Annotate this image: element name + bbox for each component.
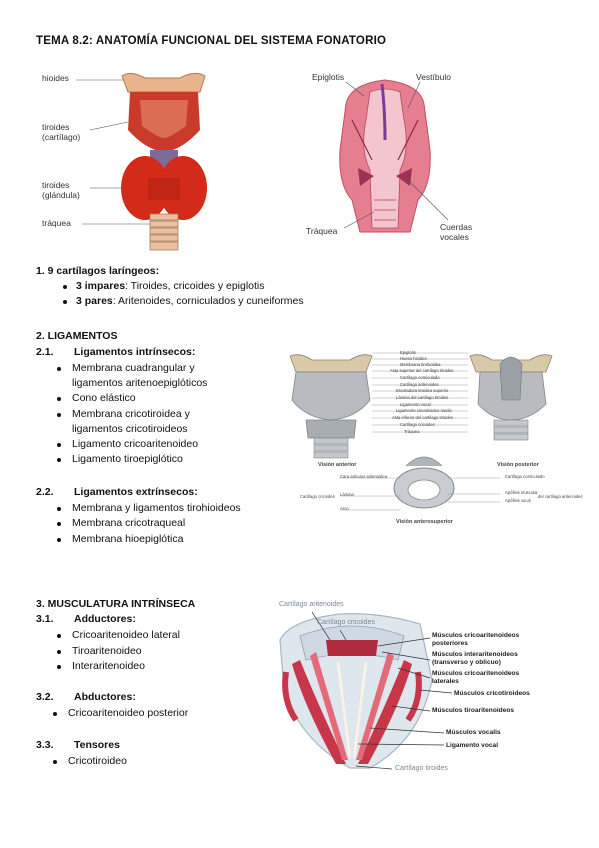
view-anterosuperior: Visión anterosuperior <box>396 519 453 525</box>
mus-label-7: Músculos tiroaritenoideos <box>432 707 515 714</box>
right-item-0: Cartílago corniculado <box>505 474 545 479</box>
page-title: TEMA 8.2: ANATOMÍA FUNCIONAL DEL SISTEMA… <box>36 35 387 47</box>
lig-ext-3: Membrana hioepiglótica <box>72 533 184 545</box>
mus-label-3: (transverso y oblicuo) <box>432 659 501 666</box>
mus-label-6: Músculos cricotiroideos <box>454 690 530 697</box>
section3-3-title: Tensores <box>74 739 120 751</box>
mus-label-0: Músculos cricoaritenoideos <box>432 632 520 639</box>
label-cuerdas: Cuerdas <box>440 222 473 232</box>
section3-2-title: Abductores: <box>74 691 136 703</box>
lig-int-1: Membrana cuadrangular y <box>72 362 195 374</box>
lig-label-1: Hueso hioides <box>400 356 427 361</box>
lig-label-8: Ligamento vocal <box>400 402 431 407</box>
lig-ext-2: Membrana cricotraqueal <box>72 517 186 529</box>
mus-label-4: Músculos cricoaritenoideos <box>432 670 520 677</box>
lig-label-7: Lámina del cartílago tiroides <box>396 395 449 400</box>
mus-bottom-label: Cartílago tiroides <box>395 765 448 772</box>
label-vocales: vocales <box>440 232 469 242</box>
lig-label-3: Asta superior del cartílago tiroides <box>390 368 454 373</box>
left-item-0: Cara articular aritenoidea <box>340 474 388 479</box>
lig-int-3: Membrana cricotiroidea y <box>72 408 190 420</box>
mus-top-label-0: Cartílago aritenoides <box>279 601 344 608</box>
right-item-2: Apófisis vocal <box>505 498 531 503</box>
section3-2-num: 3.2. <box>36 691 54 703</box>
label-epiglotis: Epiglotis <box>312 72 345 82</box>
mus-abd-1: Cricoaritenoideo posterior <box>68 707 189 719</box>
bullet <box>57 634 61 638</box>
bullet <box>57 413 61 417</box>
lig-label-11: Cartílago cricoides <box>400 422 435 427</box>
section1-item-2: 3 pares: Aritenoides, corniculados y cun… <box>76 295 304 307</box>
lig-int-5: Ligamento tiroepiglótico <box>72 453 183 465</box>
bullet <box>57 665 61 669</box>
lig-label-2: Membrana tirohioidea <box>400 362 441 367</box>
mus-top-label-1: Cartílago cricoides <box>317 619 375 626</box>
lig-int-2: Cono elástico <box>72 392 136 404</box>
bullet <box>63 285 67 289</box>
view-posterior: Visión posterior <box>497 462 539 468</box>
bullet <box>57 522 61 526</box>
bullet <box>57 397 61 401</box>
section2-heading: 2. LIGAMENTOS <box>36 330 118 342</box>
section2-2-num: 2.2. <box>36 486 54 498</box>
bullet <box>57 458 61 462</box>
label-glandula: (glándula) <box>42 190 80 200</box>
bullet <box>57 367 61 371</box>
view-anterior: Visión anterior <box>318 462 357 468</box>
mus-add-1: Cricoaritenoideo lateral <box>72 629 180 641</box>
lig-ext-1: Membrana y ligamentos tirohioideos <box>72 502 241 514</box>
lig-label-4: Cartílago corniculado <box>400 375 440 380</box>
mus-label-9: Ligamento vocal <box>446 742 499 749</box>
left-group: Cartílago cricoides <box>300 494 335 499</box>
bullet <box>53 712 57 716</box>
label-traquea-2: Tráquea <box>306 226 338 236</box>
section2-2-title: Ligamentos extrínsecos: <box>74 486 198 498</box>
lig-label-10: Asta inferior del cartílago tiroides <box>392 415 453 420</box>
mus-label-2: Músculos interaritenoideos <box>432 651 518 658</box>
lig-label-12: Tráquea <box>404 429 420 434</box>
right-item-1: Apófisis muscular <box>505 490 538 495</box>
mus-label-1: posteriores <box>432 640 468 647</box>
lig-label-9: Ligamento cricotiroideo medio <box>396 408 452 413</box>
section1-item-1: 3 impares: Tiroides, cricoides y epiglot… <box>76 280 265 292</box>
mus-add-3: Interaritenoideo <box>72 660 145 672</box>
bullet <box>57 650 61 654</box>
right-group: del cartílago aritenoides <box>538 494 583 499</box>
lig-int-4: Ligamento cricoaritenoideo <box>72 438 199 450</box>
label-vestibulo: Vestíbulo <box>416 72 451 82</box>
section3-heading: 3. MUSCULATURA INTRÍNSECA <box>36 598 196 610</box>
label-tiroides: tiroides <box>42 122 70 132</box>
mus-ten-1: Cricotiroideo <box>68 755 127 767</box>
section3-1-title: Adductores: <box>74 613 136 625</box>
left-item-2: Arco <box>340 506 349 511</box>
section3-1-num: 3.1. <box>36 613 54 625</box>
bullet <box>57 507 61 511</box>
label-cartilago: (cartílago) <box>42 132 81 142</box>
label-traquea: tráquea <box>42 218 71 228</box>
bullet <box>53 760 57 764</box>
mus-label-8: Músculos vocalis <box>446 729 501 736</box>
left-item-1: Lámina <box>340 492 354 497</box>
bullet <box>63 300 67 304</box>
mus-add-2: Tiroaritenoideo <box>72 645 142 657</box>
lig-label-5: Cartílago aritenoides <box>400 382 439 387</box>
section3-3-num: 3.3. <box>36 739 54 751</box>
lig-int-3b: ligamentos cricotiroideos <box>72 423 188 435</box>
mus-label-5: laterales <box>432 678 459 685</box>
lig-label-6: Escotadura tiroidea superior <box>396 388 449 393</box>
lig-label-0: Epiglotis <box>400 350 416 355</box>
lig-int-1b: ligamentos aritenoepiglóticos <box>72 377 208 389</box>
bullet <box>57 538 61 542</box>
section1-heading: 1. 9 cartílagos laríngeos: <box>36 265 160 277</box>
section2-1-title: Ligamentos intrínsecos: <box>74 346 196 358</box>
bullet <box>57 443 61 447</box>
label-tiroides-glandula: tiroides <box>42 180 70 190</box>
label-hioides: hioides <box>42 73 69 83</box>
section2-1-num: 2.1. <box>36 346 54 358</box>
